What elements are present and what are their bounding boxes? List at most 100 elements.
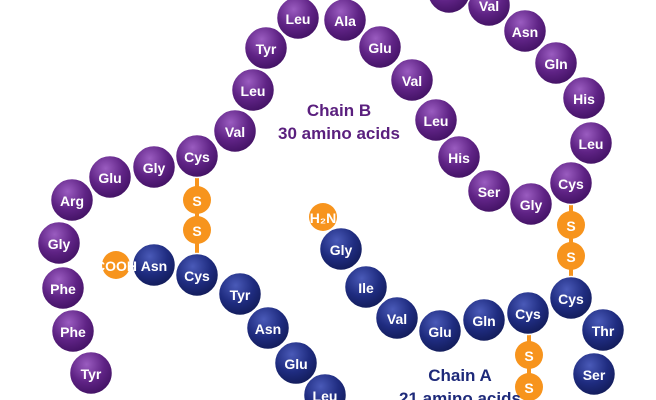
chain-b-residue-ser: Ser <box>466 168 512 214</box>
chain-a-residue-glu: Glu <box>273 340 319 386</box>
chain-b-residue-cys: Cys <box>548 160 594 206</box>
svg-text:Glu: Glu <box>368 40 391 56</box>
svg-text:Asn: Asn <box>141 258 167 274</box>
sulfur-atom: S <box>515 373 543 400</box>
svg-text:Glu: Glu <box>428 324 451 340</box>
svg-text:Leu: Leu <box>579 136 604 152</box>
svg-text:S: S <box>192 193 201 209</box>
svg-text:Asn: Asn <box>512 24 538 40</box>
chain-b-residue-his: His <box>561 75 607 121</box>
svg-text:S: S <box>566 218 575 234</box>
svg-text:Cys: Cys <box>515 306 541 322</box>
svg-text:Val: Val <box>387 311 407 327</box>
svg-text:Ala: Ala <box>334 13 356 29</box>
sulfur-atom: S <box>515 341 543 369</box>
chain-b-residue-arg: Arg <box>49 177 95 223</box>
svg-text:Leu: Leu <box>313 388 338 400</box>
chain-a-residue-ile: Ile <box>343 264 389 310</box>
svg-text:Tyr: Tyr <box>81 366 102 382</box>
chain-a-residue-val: Val <box>374 295 420 341</box>
chain-b-residue-glu: Glu <box>357 24 403 70</box>
chain-a-residue-glu: Glu <box>417 308 463 354</box>
chain-a-residue-asn: Asn <box>131 242 177 288</box>
chain-b-residue-tyr: Tyr <box>243 25 289 71</box>
svg-text:Tyr: Tyr <box>256 41 277 57</box>
svg-text:Val: Val <box>439 0 459 1</box>
svg-text:Cys: Cys <box>184 268 210 284</box>
chain-b-residue-gln: Gln <box>533 40 579 86</box>
svg-text:H₂N: H₂N <box>310 210 336 226</box>
svg-text:Ser: Ser <box>478 184 501 200</box>
chain-a-residue-gln: Gln <box>461 297 507 343</box>
svg-text:His: His <box>448 150 470 166</box>
svg-text:Ser: Ser <box>583 367 606 383</box>
svg-text:Cys: Cys <box>558 291 584 307</box>
chain-b-residue-phe: Phe <box>50 308 96 354</box>
svg-text:His: His <box>573 91 595 107</box>
chain-b-subtitle: 30 amino acids <box>278 124 400 143</box>
svg-text:Cys: Cys <box>184 149 210 165</box>
chain-a-title: Chain A <box>428 366 492 385</box>
svg-text:Phe: Phe <box>50 281 76 297</box>
sulfur-atom: S <box>557 211 585 239</box>
chain-b-residue-val: Val <box>212 108 258 154</box>
svg-text:Val: Val <box>479 0 499 14</box>
chain-b-residue-leu: Leu <box>275 0 321 41</box>
svg-text:Tyr: Tyr <box>230 287 251 303</box>
svg-text:Gly: Gly <box>330 242 353 258</box>
chain-b-residue-leu: Leu <box>568 120 614 166</box>
chain-a-residue-ser: Ser <box>571 351 617 397</box>
chain-b-residue-cys: Cys <box>174 133 220 179</box>
chain-a-residue-cys: Cys <box>174 252 220 298</box>
sulfur-atom: S <box>557 242 585 270</box>
svg-text:Gln: Gln <box>544 56 567 72</box>
svg-text:S: S <box>192 223 201 239</box>
svg-text:Gln: Gln <box>472 313 495 329</box>
svg-text:Asn: Asn <box>255 321 281 337</box>
chain-a-residue-asn: Asn <box>245 305 291 351</box>
svg-text:S: S <box>524 348 533 364</box>
c-terminus: COOH <box>95 251 137 279</box>
svg-text:S: S <box>566 249 575 265</box>
svg-text:S: S <box>524 380 533 396</box>
chain-b-residue-leu: Leu <box>413 97 459 143</box>
chain-b-residue-gly: Gly <box>131 144 177 190</box>
svg-text:Gly: Gly <box>143 160 166 176</box>
chain-a-residue-cys: Cys <box>548 275 594 321</box>
svg-text:COOH: COOH <box>95 258 137 274</box>
chain-b-residue-his: His <box>436 134 482 180</box>
svg-text:Val: Val <box>402 73 422 89</box>
chain-b-title: Chain B <box>307 101 371 120</box>
chain-a-residue-thr: Thr <box>580 307 626 353</box>
svg-text:Leu: Leu <box>286 11 311 27</box>
chain-b-residue-asn: Asn <box>502 8 548 54</box>
svg-text:Phe: Phe <box>60 324 86 340</box>
sulfur-atom: S <box>183 186 211 214</box>
chain-a-residue-cys: Cys <box>505 290 551 336</box>
n-terminus: H₂N <box>309 203 337 231</box>
chain-b-residue-ala: Ala <box>322 0 368 43</box>
chain-b-residue-glu: Glu <box>87 154 133 200</box>
chain-a-residue-leu: Leu <box>302 372 348 400</box>
svg-text:Thr: Thr <box>592 323 615 339</box>
svg-text:Leu: Leu <box>424 113 449 129</box>
chain-b-residue-gly: Gly <box>36 220 82 266</box>
svg-text:Gly: Gly <box>48 236 71 252</box>
svg-text:Glu: Glu <box>284 356 307 372</box>
chain-a-subtitle: 21 amino acids <box>399 389 521 400</box>
svg-text:Cys: Cys <box>558 176 584 192</box>
svg-text:Ile: Ile <box>358 280 374 296</box>
chain-b-residue-val: Val <box>466 0 512 28</box>
svg-text:Val: Val <box>225 124 245 140</box>
svg-text:Leu: Leu <box>241 83 266 99</box>
chain-b-residue-gly: Gly <box>508 181 554 227</box>
chain-b-residue-phe: Phe <box>40 265 86 311</box>
chain-b-residue-val: Val <box>389 57 435 103</box>
svg-text:Glu: Glu <box>98 170 121 186</box>
svg-text:Arg: Arg <box>60 193 84 209</box>
chain-a-residue-tyr: Tyr <box>217 271 263 317</box>
chain-b-residue-val: Val <box>428 0 470 15</box>
chain-b-residue-tyr: Tyr <box>68 350 114 396</box>
